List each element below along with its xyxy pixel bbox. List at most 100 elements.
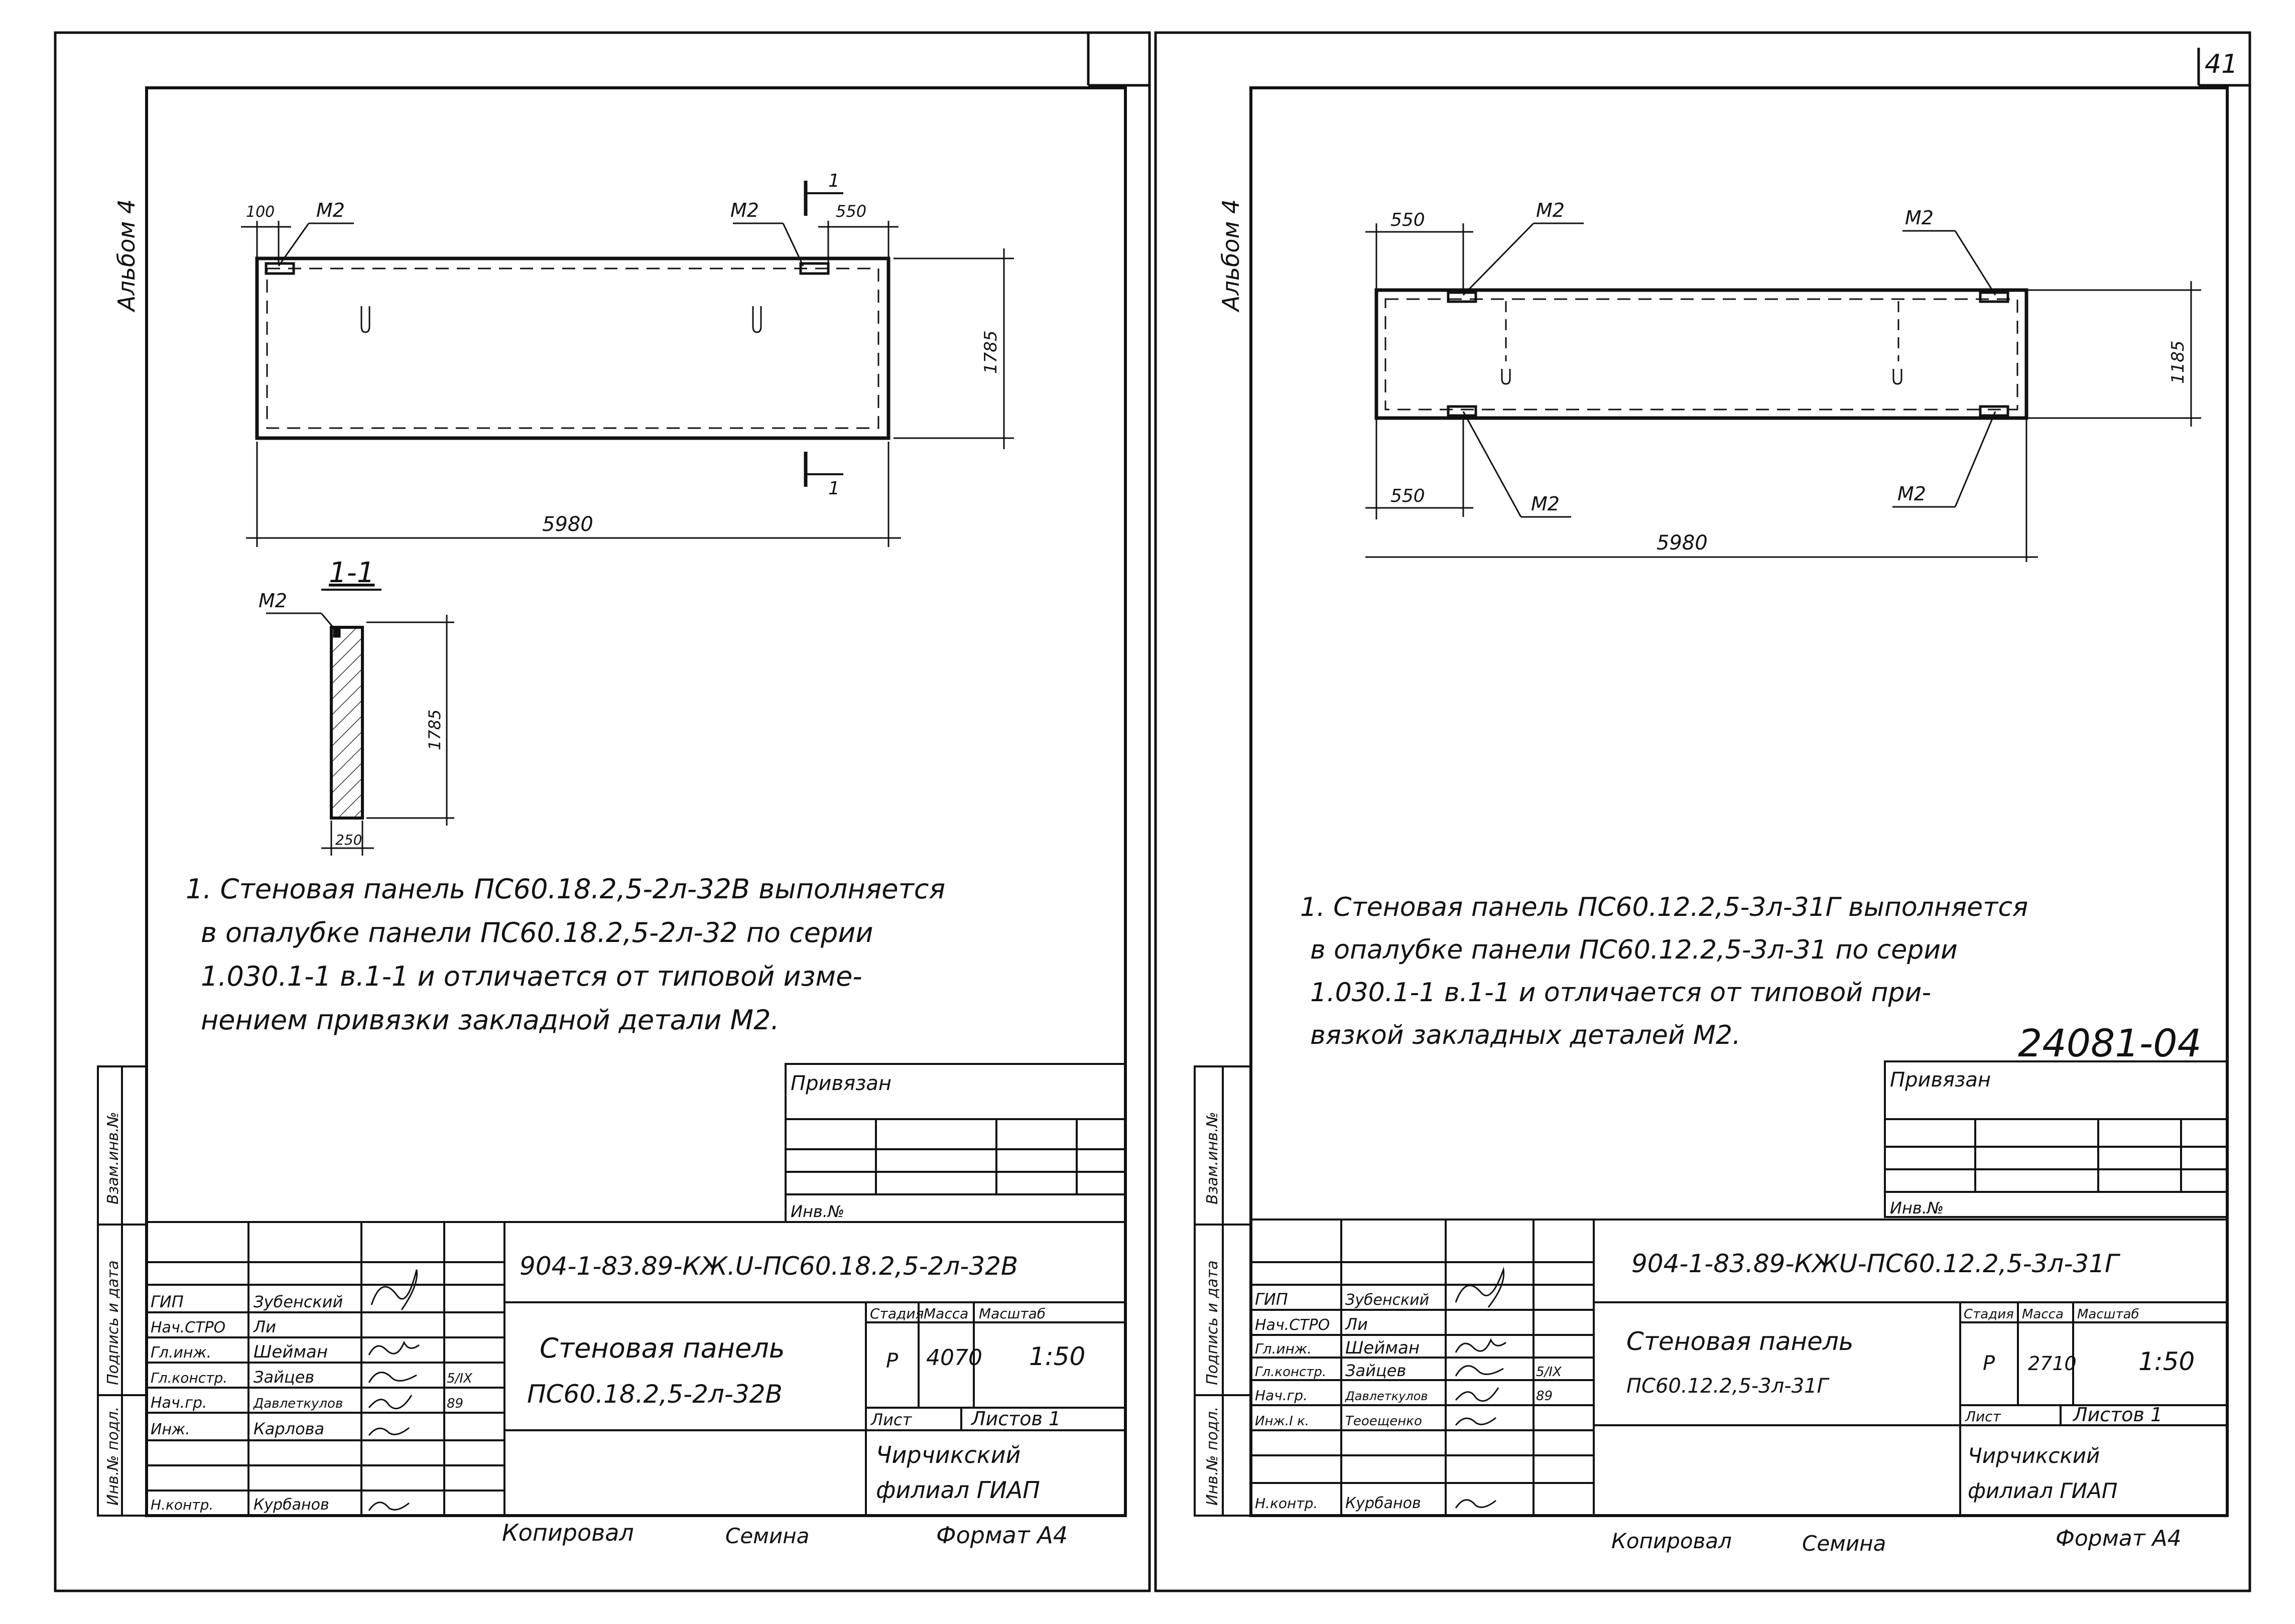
right-bound-table [1884, 1060, 2228, 1218]
right-copied-by: Семина [1802, 1531, 1886, 1556]
left-mass: 4070 [926, 1345, 982, 1371]
right-staff-role-7: Н.контр. [1255, 1495, 1318, 1512]
right-staff-role-4: Нач.гр. [1255, 1387, 1308, 1404]
left-staff-role-1: Нач.СТРО [151, 1319, 225, 1336]
right-note-line-2: в опалубке панели ПС60.12.2,5-3л-31 по с… [1310, 935, 1958, 965]
right-side-label-2: Подпись и дата [1204, 1261, 1221, 1386]
left-mass-header: Масса [924, 1305, 968, 1322]
right-doc-code: 904-1-83.89-КЖU-ПС60.12.2,5-3л-31Г [1631, 1249, 2121, 1278]
left-staff-role-2: Гл.инж. [151, 1344, 211, 1362]
page-number: 41 [2205, 49, 2238, 79]
right-sheets-label: Листов 1 [2072, 1404, 2162, 1426]
left-cut-mark-bottom: 1 [828, 478, 840, 499]
left-copied-by: Семина [725, 1524, 809, 1548]
right-staff-name-3: Зайцев [1345, 1361, 1406, 1380]
right-mass-header: Масса [2022, 1307, 2064, 1322]
left-staff-name-7: Курбанов [253, 1496, 329, 1514]
right-mass: 2710 [2028, 1352, 2077, 1375]
left-sheet-label: Лист [870, 1410, 912, 1429]
right-dim-top: 550 [1390, 210, 1425, 230]
left-cut-mark-top: 1 [828, 171, 840, 191]
left-scale: 1:50 [1029, 1342, 1085, 1371]
left-staff-name-1: Ли [253, 1317, 276, 1336]
right-org-line-1: Чирчикский [1968, 1443, 2100, 1468]
right-signatures [1455, 1267, 1506, 1509]
right-dim-length: 5980 [1656, 531, 1708, 555]
right-note-line-3: 1.030.1-1 в.1-1 и отличается от типовой … [1310, 978, 1931, 1008]
right-inv-label: Инв.№ [1890, 1198, 1944, 1217]
left-scale-header: Масштаб [979, 1305, 1046, 1322]
left-sheets-label: Листов 1 [970, 1408, 1061, 1430]
left-staff-name-2: Шейман [253, 1342, 328, 1362]
right-note-line-1: 1. Стеновая панель ПС60.12.2,5-3л-31Г вы… [1300, 892, 2028, 922]
right-staff-rows: ГИП Зубенский Нач.СТРО Ли Гл.инж. Шейман… [1255, 1290, 1562, 1512]
left-inv-label: Инв.№ [791, 1202, 844, 1221]
right-mark-m2-b: М2 [1905, 207, 1934, 229]
right-dim-bottom: 550 [1390, 486, 1425, 506]
right-scale-header: Масштаб [2077, 1307, 2139, 1322]
left-staff-role-7: Н.контр. [151, 1497, 213, 1513]
right-sheet: Альбом 4 [1194, 86, 2229, 1556]
left-note-line-3: 1.030.1-1 в.1-1 и отличается от типовой … [201, 961, 862, 992]
left-bound-label: Привязан [791, 1072, 891, 1095]
left-staff-name-3: Зайцев [253, 1368, 314, 1387]
page-border [54, 31, 2251, 1592]
left-signatures [368, 1269, 420, 1511]
right-side-label-3: Инв.№ подл. [1204, 1407, 1221, 1506]
right-side-label-1: Взам.инв.№ [1204, 1112, 1221, 1204]
right-copied-label: Копировал [1611, 1529, 1732, 1553]
right-side-strip [1194, 1065, 1252, 1517]
left-section-height: 1785 [425, 710, 444, 750]
left-dim-100: 100 [246, 203, 275, 221]
right-staff-date-3: 5/IX [1536, 1365, 1562, 1380]
left-doc-code: 904-1-83.89-КЖ.U-ПС60.18.2,5-2л-32В [520, 1252, 1018, 1281]
left-staff-role-3: Гл.констр. [151, 1370, 227, 1386]
right-format: Формат А4 [2056, 1526, 2182, 1551]
left-dim-550: 550 [836, 202, 866, 221]
left-org-line-1: Чирчикский [876, 1441, 1021, 1468]
right-staff-name-1: Ли [1345, 1315, 1368, 1334]
left-stage: Р [886, 1349, 899, 1373]
left-staff-role-0: ГИП [151, 1292, 184, 1311]
left-title-block [146, 1221, 1126, 1517]
left-dim-height: 1785 [981, 330, 1001, 374]
left-side-label-1: Взам.инв.№ [104, 1112, 122, 1204]
right-title-block [1250, 1219, 2228, 1517]
right-staff-name-7: Курбанов [1345, 1495, 1421, 1512]
right-scale: 1:50 [2138, 1347, 2195, 1376]
right-sheet-label: Лист [1965, 1408, 2001, 1425]
right-staff-role-2: Гл.инж. [1255, 1340, 1312, 1357]
right-staff-role-5: Инж.I к. [1255, 1414, 1309, 1429]
left-side-label-3: Инв.№ подл. [104, 1407, 122, 1506]
left-mark-m2-b: М2 [730, 199, 759, 221]
left-staff-name-5: Карлова [253, 1419, 324, 1438]
left-section-thickness: 250 [335, 832, 362, 848]
left-staff-role-5: Инж. [151, 1421, 190, 1438]
right-stage-header: Стадия [1964, 1307, 2014, 1322]
left-staff-date-3: 5/IX [447, 1371, 473, 1386]
right-album-label: Альбом 4 [1217, 199, 1244, 313]
right-staff-date-4: 89 [1536, 1389, 1553, 1404]
right-staff-role-1: Нач.СТРО [1255, 1316, 1330, 1334]
right-org-line-2: филиал ГИАП [1968, 1478, 2117, 1503]
right-stage: Р [1983, 1352, 1995, 1375]
right-staff-role-0: ГИП [1255, 1290, 1288, 1309]
left-format: Формат А4 [936, 1522, 1068, 1549]
right-title-line-2: ПС60.12.2,5-3л-31Г [1626, 1375, 1830, 1398]
left-album-label: Альбом 4 [113, 199, 140, 313]
right-stamp-number: 24081-04 [2018, 1021, 2202, 1065]
left-dim-length: 5980 [542, 513, 593, 536]
right-notes: 1. Стеновая панель ПС60.12.2,5-3л-31Г вы… [1300, 892, 2028, 1050]
right-mark-m2-a: М2 [1536, 199, 1565, 221]
left-staff-date-4: 89 [447, 1396, 463, 1411]
left-side-label-2: Подпись и дата [104, 1261, 122, 1386]
left-note-line-2: в опалубке панели ПС60.18.2,5-2л-32 по с… [201, 917, 873, 949]
left-note-line-4: нением привязки закладной детали М2. [201, 1004, 780, 1036]
left-section-mark-m2: М2 [259, 590, 287, 612]
left-stage-header: Стадия [870, 1305, 924, 1322]
right-panel-elevation [1365, 222, 2201, 562]
left-note-line-1: 1. Стеновая панель ПС60.18.2,5-2л-32В вы… [186, 873, 945, 905]
left-panel-elevation [241, 181, 1014, 547]
right-bound-label: Привязан [1890, 1068, 1991, 1092]
left-staff-rows: ГИП Зубенский Нач.СТРО Ли Гл.инж. Шейман… [151, 1292, 473, 1514]
